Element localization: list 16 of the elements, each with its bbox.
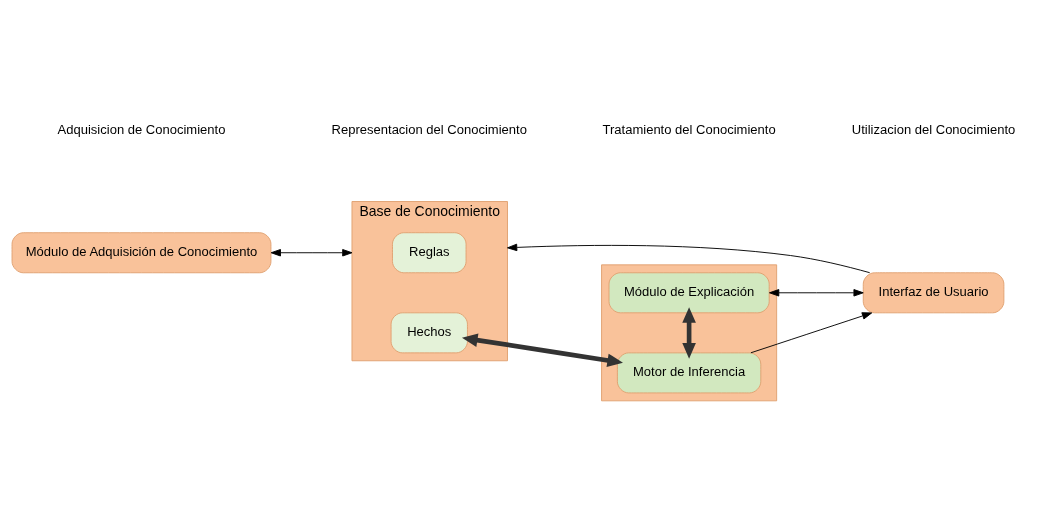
node-box: Módulo de Adquisición de Conocimiento [11,232,272,274]
node-box: Hechos [390,312,468,354]
node-box: Motor de Inferencia [616,352,762,394]
label: Adquisicion de Conocimiento [57,122,226,138]
arrow [461,333,623,368]
label: Representacion del Conocimiento [331,122,527,138]
label: Tratamiento del Conocimiento [602,122,776,138]
arrow [769,289,864,297]
arrow [750,312,873,354]
arrow [682,307,696,359]
arrow [507,243,871,274]
node-box: Interfaz de Usuario [862,272,1005,314]
node-box: Módulo de Explicación [608,272,770,314]
node-box: Reglas [392,232,467,274]
label: Utilizacion del Conocimiento [851,122,1016,138]
arrow [270,249,353,257]
